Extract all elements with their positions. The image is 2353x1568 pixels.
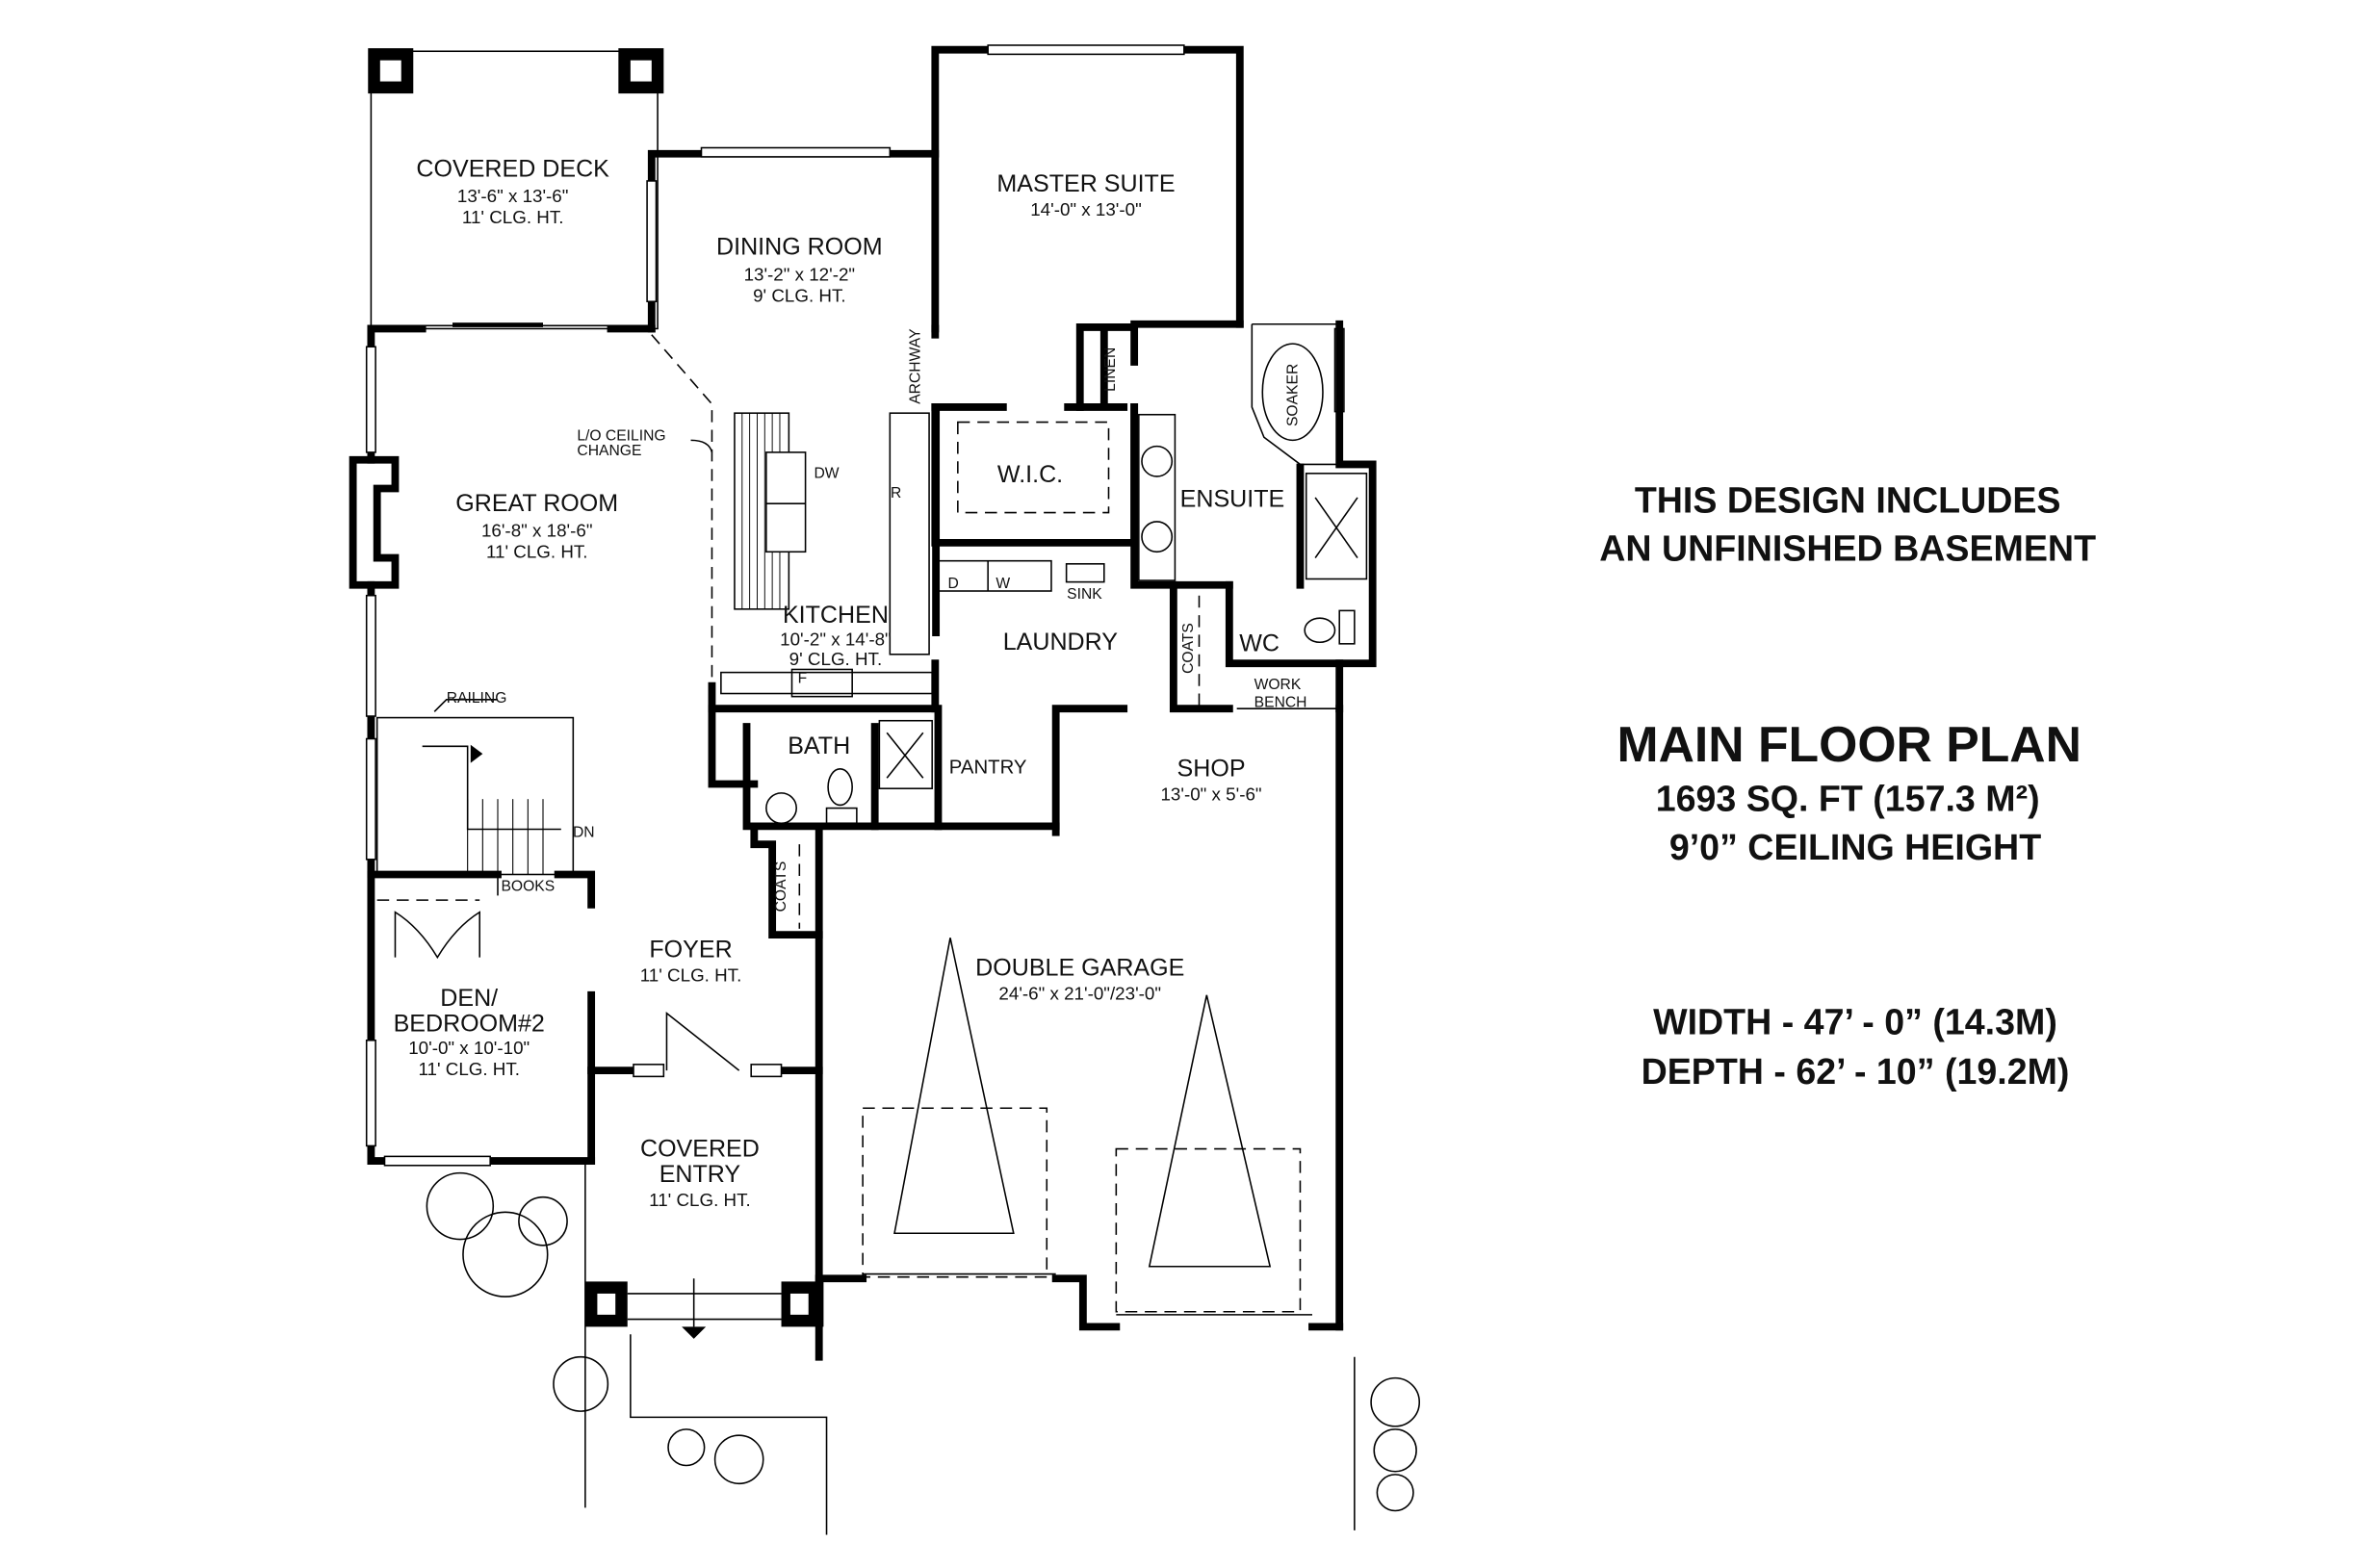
work-bench-label: BENCH [1254, 695, 1307, 711]
room-name: GREAT ROOM [455, 490, 618, 517]
ceiling-change-label: L/O CEILING [577, 427, 665, 444]
room-ceiling: 11' CLG. HT. [640, 965, 742, 986]
plan-area: 1693 SQ. FT (157.3 M²) [1656, 779, 2040, 819]
room-name: KITCHEN [783, 602, 889, 629]
room-wic: W.I.C. [997, 461, 1063, 488]
ceiling-change-label: CHANGE [577, 443, 641, 459]
plan-depth: DEPTH - 62’ - 10” (19.2M) [1642, 1051, 2070, 1092]
sink-label: SINK [1067, 586, 1102, 603]
linen-label: LINEN [1102, 347, 1119, 392]
room-covered-entry: COVERED ENTRY 11' CLG. HT. [640, 1135, 760, 1210]
room-name-1: COVERED [640, 1135, 760, 1162]
room-ceiling: 9' CLG. HT. [753, 285, 845, 305]
plan-width: WIDTH - 47’ - 0” (14.3M) [1653, 1002, 2057, 1042]
room-ceiling: 11' CLG. HT. [649, 1190, 751, 1210]
room-size: 10'-2" x 14'-8" [780, 629, 892, 649]
work-bench-label: WORK [1254, 677, 1302, 693]
room-name: DOUBLE GARAGE [975, 954, 1184, 981]
room-ceiling: 9' CLG. HT. [789, 649, 882, 669]
books-label: BOOKS [501, 879, 555, 895]
room-foyer: FOYER 11' CLG. HT. [640, 937, 742, 986]
room-size: 16'-8" x 18'-6" [481, 521, 593, 541]
room-covered-deck: COVERED DECK 13'-6" x 13'-6" 11' CLG. HT… [416, 155, 609, 227]
basement-note: THIS DESIGN INCLUDES [1635, 480, 2061, 521]
room-wc: WC [1239, 630, 1280, 657]
room-ensuite: ENSUITE [1180, 485, 1285, 512]
plan-title: MAIN FLOOR PLAN [1617, 716, 2082, 772]
archway-label: ARCHWAY [908, 328, 924, 404]
room-laundry: LAUNDRY [1003, 629, 1119, 655]
room-size: 13'-6" x 13'-6" [457, 186, 569, 206]
room-size: 13'-2" x 12'-2" [744, 264, 856, 284]
room-great-room: GREAT ROOM 16'-8" x 18'-6" 11' CLG. HT. [455, 490, 618, 562]
room-name: SHOP [1177, 756, 1246, 783]
basement-note: AN UNFINISHED BASEMENT [1599, 528, 2096, 569]
fridge-label: F [798, 671, 808, 687]
room-dining-room: DINING ROOM 13'-2" x 12'-2" 9' CLG. HT. [716, 234, 883, 306]
tree-icon [426, 1171, 1421, 1512]
coats-closet-label: COATS [773, 861, 789, 913]
range-label: R [891, 485, 901, 501]
room-name-1: DEN/ [440, 985, 498, 1012]
room-name: DINING ROOM [716, 234, 883, 261]
room-kitchen: KITCHEN 10'-2" x 14'-8" 9' CLG. HT. [780, 602, 892, 669]
soaker-label: SOAKER [1284, 364, 1301, 426]
room-ceiling: 11' CLG. HT. [462, 207, 564, 227]
room-master-suite: MASTER SUITE 14'-0" x 13'-0" [996, 170, 1175, 219]
room-size: 13'-0" x 5'-6" [1160, 784, 1261, 805]
walls [349, 44, 1421, 1535]
room-pantry: PANTRY [949, 758, 1027, 779]
room-name-2: BEDROOM#2 [394, 1010, 545, 1037]
coats-closet-label: COATS [1180, 623, 1197, 674]
room-den: DEN/ BEDROOM#2 10'-0" x 10'-10" 11' CLG.… [394, 985, 545, 1079]
room-double-garage: DOUBLE GARAGE 24'-6" x 21'-0"/23'-0" [975, 954, 1184, 1003]
room-ceiling: 11' CLG. HT. [486, 542, 588, 562]
room-name: MASTER SUITE [996, 170, 1175, 197]
room-size: 24'-6" x 21'-0"/23'-0" [998, 983, 1161, 1003]
dishwasher-label: DW [814, 466, 839, 482]
plan-info: THIS DESIGN INCLUDES AN UNFINISHED BASEM… [1599, 480, 2096, 1092]
room-size: 14'-0" x 13'-0" [1030, 199, 1142, 219]
room-bath: BATH [788, 733, 850, 759]
room-name: COVERED DECK [416, 155, 609, 182]
stair-treads [467, 799, 544, 875]
stairs-down-label: DN [573, 824, 595, 840]
plan-ceiling-height: 9’0” CEILING HEIGHT [1669, 827, 2041, 867]
dryer-label: D [947, 576, 958, 592]
room-name-2: ENTRY [659, 1161, 741, 1188]
room-name: FOYER [649, 937, 732, 964]
railing-label: RAILING [447, 690, 507, 707]
washer-label: W [996, 576, 1010, 592]
room-size: 10'-0" x 10'-10" [408, 1038, 530, 1058]
room-shop: SHOP 13'-0" x 5'-6" [1160, 756, 1261, 805]
room-ceiling: 11' CLG. HT. [418, 1059, 520, 1079]
